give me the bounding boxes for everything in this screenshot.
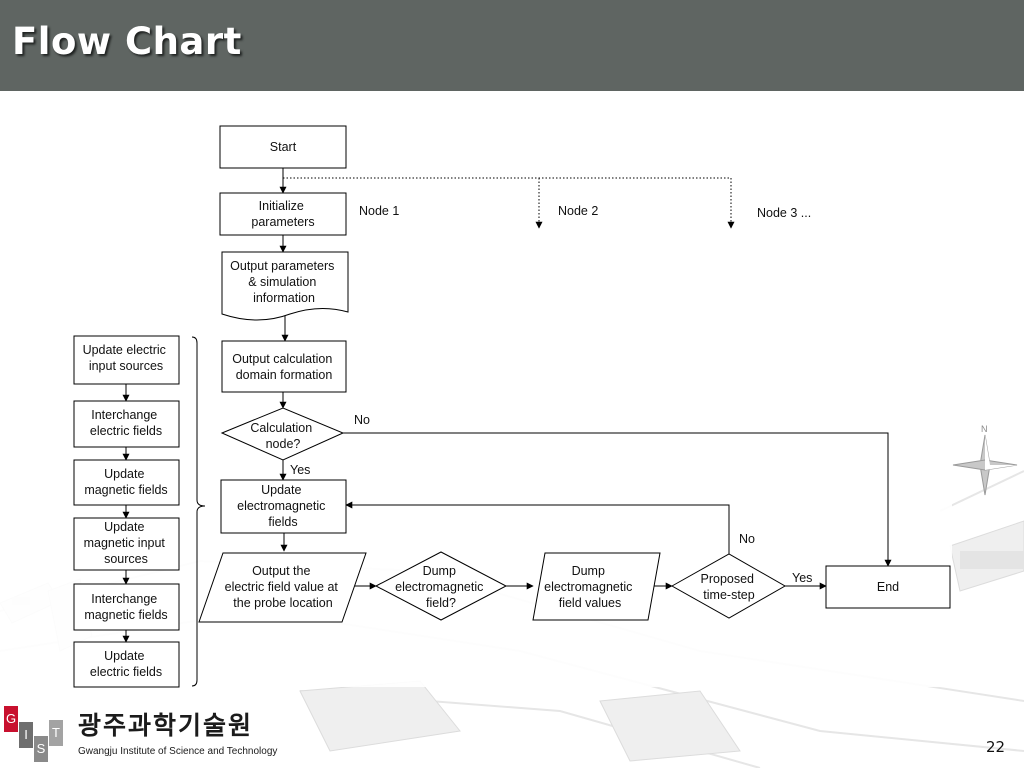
sub-step-box — [73, 459, 180, 506]
sub-step-box — [73, 400, 180, 448]
yes-calculation-label: Yes — [290, 463, 310, 477]
dump-field-values-parallelogram — [532, 552, 661, 621]
sub-step-label: Update electric input sources — [83, 343, 170, 373]
end-box — [825, 565, 951, 609]
sub-step-box — [73, 517, 180, 571]
logo-letter-t: T — [49, 720, 63, 746]
sub-step-label: Update magnetic input sources — [84, 520, 169, 566]
update-em-fields-label: Update electromagnetic fields — [237, 483, 329, 529]
initialize-parameters-label: Initialize parameters — [251, 199, 314, 229]
output-domain-label: Output calculation domain formation — [232, 352, 336, 382]
proposed-time-step-decision — [670, 553, 787, 619]
compass-rose-icon: N — [952, 424, 1018, 496]
dump-field-values-label: Dump electromagnetic field values — [544, 564, 636, 610]
institution-english-name: Gwangju Institute of Science and Technol… — [78, 746, 278, 757]
institution-korean-name: 광주과학기술원 — [78, 711, 254, 740]
start-box — [219, 125, 347, 169]
output-domain-box — [221, 340, 347, 393]
title-bar: Flow Chart — [0, 0, 1024, 91]
institution-logo: G I S T 광주과학기술원 Gwangju Institute of Sci… — [4, 706, 304, 764]
calculation-node-decision — [220, 407, 345, 461]
yes-proposed-label: Yes — [792, 571, 812, 585]
sub-step-label: Interchange electric fields — [90, 408, 162, 438]
output-electric-field-label: Output the electric field value at the p… — [225, 564, 342, 610]
slide-title: Flow Chart — [12, 20, 242, 63]
logo-letter-g: G — [4, 706, 18, 732]
end-label: End — [877, 580, 899, 594]
calculation-node-label: Calculation node? — [250, 421, 315, 451]
node-2-label: Node 2 — [558, 204, 598, 218]
output-parameters-label: Output parameters & simulation informati… — [230, 259, 338, 305]
dump-field-decision — [374, 551, 508, 621]
logo-letter-i: I — [19, 722, 33, 748]
sub-step-label: Update magnetic fields — [84, 467, 167, 497]
logo-letter-s: S — [34, 736, 48, 762]
sub-step-box — [73, 335, 180, 385]
sub-step-label: Interchange magnetic fields — [84, 592, 167, 622]
update-em-fields-box — [220, 479, 347, 534]
no-calculation-label: No — [354, 413, 370, 427]
initialize-parameters-box — [219, 192, 347, 236]
page-number: 22 — [986, 738, 1006, 756]
dump-field-decision-label: Dump electromagnetic field? — [395, 564, 487, 610]
flow-connectors — [122, 168, 892, 687]
sub-step-box — [73, 583, 180, 631]
proposed-time-step-label: Proposed time-step — [701, 572, 758, 602]
sub-step-box — [73, 641, 180, 688]
node-3-label: Node 3 ... — [757, 206, 811, 220]
output-parameters-document — [221, 251, 349, 321]
compass-north-label: N — [981, 424, 988, 434]
output-electric-field-parallelogram — [198, 552, 367, 623]
start-label: Start — [270, 140, 297, 154]
node-1-label: Node 1 — [359, 204, 399, 218]
no-proposed-label: No — [739, 532, 755, 546]
sub-step-label: Update electric fields — [90, 649, 162, 679]
